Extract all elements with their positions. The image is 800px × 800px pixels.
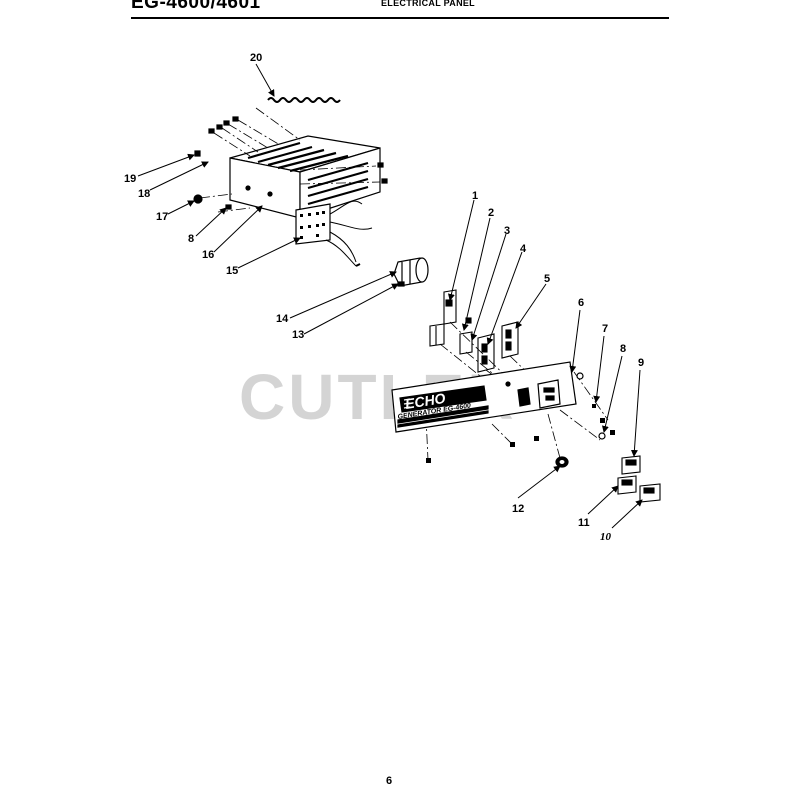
callout-8-upper: 8 bbox=[188, 233, 194, 245]
callout-19: 19 bbox=[124, 173, 136, 185]
callout-2: 2 bbox=[488, 207, 494, 219]
header-rule bbox=[131, 17, 669, 19]
connector-part-14 bbox=[393, 257, 429, 287]
callout-11: 11 bbox=[578, 517, 590, 529]
callout-5: 5 bbox=[544, 273, 550, 285]
callout-9: 9 bbox=[638, 357, 644, 369]
leader-lines bbox=[137, 63, 643, 529]
electrical-box-assembly bbox=[193, 97, 388, 267]
header-section-title: ELECTRICAL PANEL bbox=[381, 0, 475, 8]
page-number: 6 bbox=[385, 775, 393, 787]
panel-brand: ECHO bbox=[404, 390, 447, 412]
callout-17: 17 bbox=[156, 211, 168, 223]
callout-4: 4 bbox=[520, 243, 527, 255]
callout-7: 7 bbox=[602, 323, 608, 335]
callout-16: 16 bbox=[202, 249, 214, 261]
front-panel bbox=[391, 361, 615, 468]
callout-8-lower: 8 bbox=[620, 343, 626, 355]
callout-20: 20 bbox=[250, 52, 262, 64]
callout-18: 18 bbox=[138, 188, 150, 200]
circuit-breakers bbox=[617, 455, 661, 503]
callout-3: 3 bbox=[504, 225, 510, 237]
callout-12: 12 bbox=[512, 503, 524, 515]
callout-6: 6 bbox=[578, 297, 584, 309]
callout-10: 10 bbox=[600, 531, 612, 543]
callout-14: 14 bbox=[276, 313, 289, 325]
header-model: EG-4600/4601 bbox=[131, 0, 261, 13]
callout-13: 13 bbox=[292, 329, 304, 341]
callout-1: 1 bbox=[472, 190, 478, 202]
callout-15: 15 bbox=[226, 265, 238, 277]
